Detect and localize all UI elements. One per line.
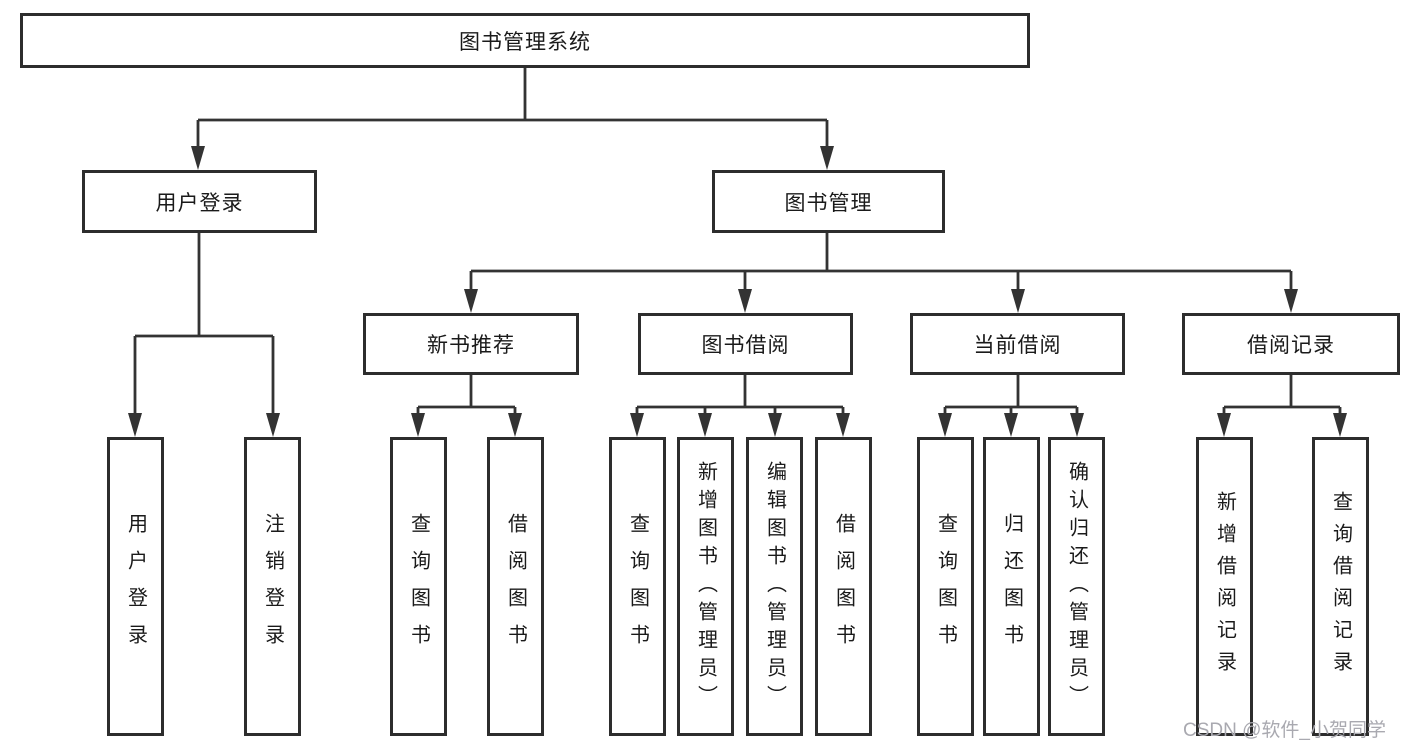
node-label: 新书推荐 [427,334,515,357]
node-label: 借阅图书 [832,512,855,661]
leaf-query-books-borrowing: 查询图书 [609,437,666,736]
node-label: 查询图书 [934,512,957,661]
node-label: 查询借阅记录 [1329,490,1352,683]
leaf-user-login: 用户登录 [107,437,164,736]
leaf-borrow-books: 借阅图书 [815,437,872,736]
node-current-borrowing: 当前借阅 [910,313,1125,375]
node-label: 当前借阅 [973,334,1062,357]
node-label: 图书管理系统 [459,30,591,54]
node-label: 图书借阅 [701,334,790,357]
leaf-add-books-admin: 新增图书（管理员） [677,437,734,736]
node-user-login: 用户登录 [82,170,317,233]
node-label: 用户登录 [155,191,244,215]
node-label: 注销登录 [261,512,284,661]
node-label: 归还图书 [1000,512,1023,661]
node-label: 查询图书 [626,512,649,661]
node-label: 图书管理 [784,191,873,215]
leaf-query-books-current: 查询图书 [917,437,974,736]
node-label: 新增图书（管理员） [694,460,717,713]
leaf-add-borrow-record: 新增借阅记录 [1196,437,1253,736]
node-label: 用户登录 [124,512,147,661]
node-new-book-recommendation: 新书推荐 [363,313,579,375]
leaf-borrow-books-recommend: 借阅图书 [487,437,544,736]
node-label: 查询图书 [407,512,430,661]
leaf-logout: 注销登录 [244,437,301,736]
node-label: 借阅记录 [1247,334,1335,357]
node-label: 确认归还（管理员） [1065,460,1088,713]
node-book-borrowing: 图书借阅 [638,313,853,375]
csdn-watermark: CSDN @软件_小贺同学 [1183,720,1386,741]
node-label: 借阅图书 [504,512,527,661]
leaf-edit-books-admin: 编辑图书（管理员） [746,437,803,736]
leaf-query-borrow-record: 查询借阅记录 [1312,437,1369,736]
leaf-query-books-recommend: 查询图书 [390,437,447,736]
node-library-management-system: 图书管理系统 [20,13,1030,68]
node-borrowing-records: 借阅记录 [1182,313,1400,375]
node-label: 编辑图书（管理员） [763,460,786,713]
leaf-confirm-return-admin: 确认归还（管理员） [1048,437,1105,736]
leaf-return-books: 归还图书 [983,437,1040,736]
node-book-management: 图书管理 [712,170,945,233]
node-label: 新增借阅记录 [1213,490,1236,683]
